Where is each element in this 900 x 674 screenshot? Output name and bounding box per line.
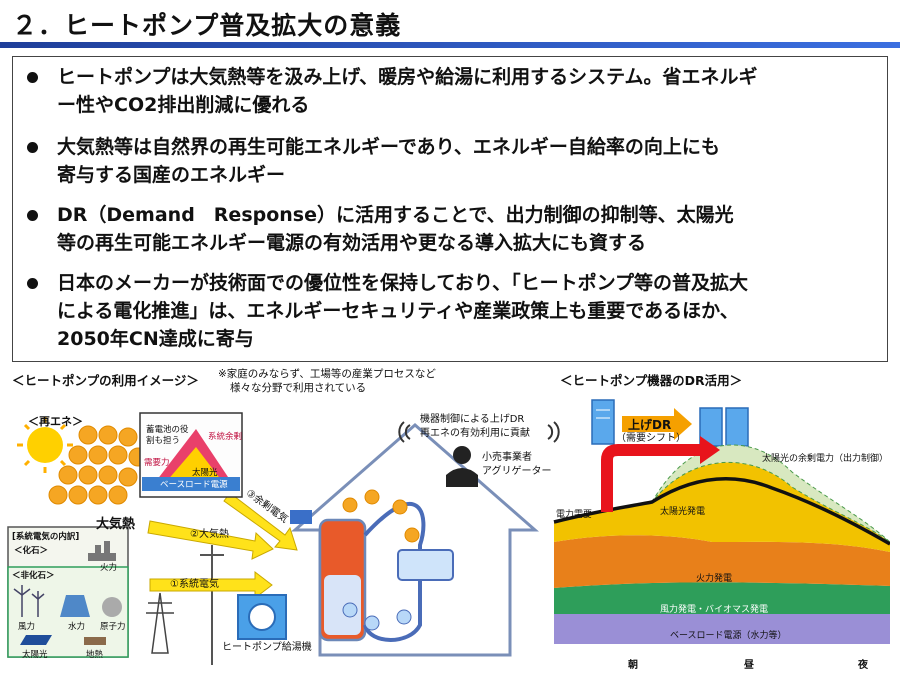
controller-icon bbox=[290, 510, 312, 524]
hp-unit-label: ヒートポンプ給湯機 bbox=[222, 642, 312, 653]
wind-layer-band bbox=[554, 582, 890, 614]
wireless-signal-icon bbox=[398, 421, 560, 443]
base-layer-band bbox=[554, 614, 890, 644]
thermal-layer-label: 火力発電 bbox=[696, 574, 733, 584]
mini-chart-text1: 蓄電池の役 bbox=[146, 425, 189, 435]
arrow-atmosphere-icon bbox=[147, 520, 274, 560]
thermal-plant-icon bbox=[88, 541, 116, 561]
fan-icon bbox=[248, 603, 276, 631]
bullet-dot-icon bbox=[27, 210, 38, 221]
wind-label: 風力 bbox=[18, 622, 36, 632]
left-note-line1: ※家庭のみならず、工場等の産業プロセスなど bbox=[218, 368, 436, 380]
right-heading: ＜ヒートポンプ機器のDR活用＞ bbox=[560, 373, 743, 388]
left-note-line2: 様々な分野で利用されている bbox=[230, 382, 367, 394]
arrow1-label: ①系統電気 bbox=[170, 579, 219, 590]
geothermal-icon bbox=[84, 637, 106, 645]
thermal-label: 火力 bbox=[100, 563, 118, 573]
dr-red-arrow-icon bbox=[601, 444, 702, 512]
dr-red-arrowhead-icon bbox=[700, 436, 720, 464]
bullet-4-line3: 2050年CN達成に寄与 bbox=[57, 328, 254, 350]
utility-pole-icon bbox=[200, 545, 224, 665]
bullet-1-line1: ヒートポンプは大気熱等を汲み上げ、暖房や給湯に利用するシステム。省エネルギ bbox=[57, 66, 758, 88]
grid-box-title: [系統電気の内訳] bbox=[12, 532, 80, 542]
solar-panel-icon bbox=[20, 635, 52, 645]
arrow-surplus-icon bbox=[223, 492, 298, 551]
page-title: ２．ヒートポンプ普及拡大の意義 bbox=[12, 11, 402, 40]
retailer-line2: アグリゲーター bbox=[482, 466, 552, 477]
left-heading: ＜ヒートポンプの利用イメージ＞ bbox=[12, 373, 199, 388]
heat-pump-diagram bbox=[7, 412, 560, 665]
nuclear-label: 原子力 bbox=[100, 622, 126, 632]
x-label-morning: 朝 bbox=[628, 660, 638, 671]
mini-chart-text2: 割も担う bbox=[146, 436, 181, 446]
bullet-4-line2: による電化推進」は、エネルギーセキュリティや産業政策上も重要であるほか、 bbox=[57, 300, 739, 322]
curtail-label: 太陽光の余剰電力（出力制御） bbox=[762, 454, 889, 464]
arrow2-label: ②大気熱 bbox=[190, 529, 229, 540]
dr-note-line2: 再エネの有効利用に貢献 bbox=[420, 428, 530, 439]
retailer-line1: 小売事業者 bbox=[482, 452, 532, 463]
mini-chart-demand: 需要力 bbox=[144, 458, 170, 468]
mini-chart-surplus: 系統余剰 bbox=[208, 432, 243, 442]
x-label-noon: 昼 bbox=[744, 660, 754, 671]
bullet-2-line1: 大気熱等は自然界の再生可能エネルギーであり、エネルギー自給率の向上にも bbox=[57, 136, 720, 158]
thermal-layer-band bbox=[554, 535, 890, 588]
dr-note-line1: 機器制御による上げDR bbox=[420, 414, 525, 425]
atmosphere-label: 大気熱 bbox=[96, 517, 136, 532]
shift-label: 上げDR bbox=[628, 418, 672, 432]
hydro-label: 水力 bbox=[68, 622, 86, 632]
retailer-person-icon bbox=[446, 446, 478, 487]
fossil-label: ＜化石＞ bbox=[14, 546, 49, 556]
mini-chart-base: ベースロード電源 bbox=[160, 480, 228, 490]
sun-icon bbox=[17, 417, 73, 473]
ac-unit-left-icon bbox=[591, 399, 615, 445]
bullet-dot-icon bbox=[27, 278, 38, 289]
arrow-grid-electricity-icon bbox=[149, 570, 273, 600]
title-rule bbox=[0, 42, 900, 48]
curtailment-region bbox=[651, 444, 890, 543]
shift-sub: （需要シフト） bbox=[616, 433, 686, 444]
shift-arrow-icon bbox=[622, 408, 692, 440]
geothermal-label: 地熱 bbox=[86, 650, 104, 660]
renewable-label: ＜再エネ＞ bbox=[28, 415, 83, 428]
demand-line bbox=[553, 477, 890, 546]
wind-layer-label: 風力発電・バイオマス発電 bbox=[660, 605, 769, 615]
nonfossil-label: ＜非化石＞ bbox=[12, 571, 55, 581]
hp-outdoor-unit-icon bbox=[237, 594, 287, 640]
solar-label: 太陽光 bbox=[22, 650, 48, 660]
dam-icon bbox=[60, 595, 90, 617]
pipe-cold-dots-icon bbox=[342, 602, 412, 631]
bullet-dot-icon bbox=[27, 142, 38, 153]
pipe-heat-dots-icon bbox=[342, 489, 420, 543]
tank-cold-section bbox=[324, 575, 361, 635]
power-tower-icon bbox=[146, 592, 174, 654]
bullet-4-line1: 日本のメーカーが技術面での優位性を保持しており、「ヒートポンプ等の普及拡大 bbox=[57, 272, 749, 294]
x-label-night: 夜 bbox=[858, 660, 868, 671]
bullet-2-line2: 寄与する国産のエネルギー bbox=[57, 164, 286, 186]
bullet-box: ヒートポンプは大気熱等を汲み上げ、暖房や給湯に利用するシステム。省エネルギ ー性… bbox=[12, 56, 888, 362]
demand-label: 電力需要 bbox=[556, 510, 593, 520]
bullet-3-line2: 等の再生可能エネルギー電源の有効活用や更なる導入拡大にも資する bbox=[57, 232, 647, 254]
wind-turbine-icon bbox=[13, 585, 45, 617]
bullet-3-line1: DR（Demand Response）に活用することで、出力制御の抑制等、太陽光 bbox=[57, 204, 734, 226]
nuclear-icon bbox=[102, 597, 122, 617]
base-layer-label: ベースロード電源（水力等） bbox=[670, 631, 787, 641]
bullet-dot-icon bbox=[27, 72, 38, 83]
ac-unit-right-icon bbox=[699, 407, 749, 447]
bullet-1-line2: ー性やCO2排出削減に優れる bbox=[57, 94, 310, 116]
bathtub-icon bbox=[397, 549, 454, 581]
dr-stacked-chart bbox=[553, 399, 890, 644]
solar-layer-label: 太陽光発電 bbox=[660, 507, 706, 517]
solar-layer-band bbox=[554, 462, 890, 552]
mini-chart-base-band bbox=[142, 477, 240, 491]
mini-chart-solar: 太陽光 bbox=[192, 468, 218, 478]
